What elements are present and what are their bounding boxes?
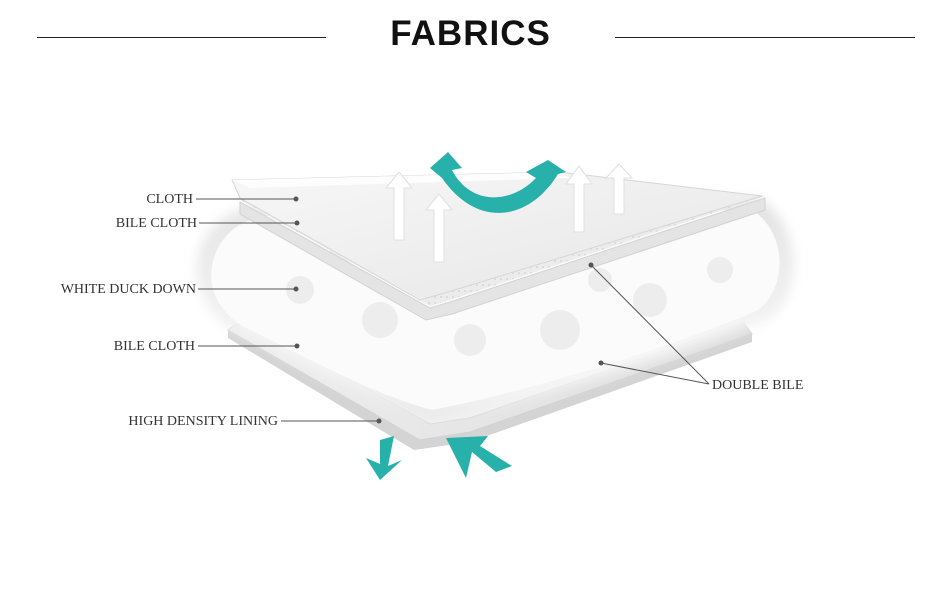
label-bile-cloth-top: BILE CLOTH <box>116 216 197 231</box>
breathability-arrows <box>384 163 634 263</box>
label-white-duck-down: WHITE DUCK DOWN <box>61 282 196 297</box>
header-rule-right <box>615 37 915 38</box>
leader-dots <box>293 196 604 424</box>
page-title: FABRICS <box>390 14 551 53</box>
header-rule-left <box>37 37 326 38</box>
leader-lines <box>196 198 710 422</box>
header: FABRICS <box>0 0 950 80</box>
label-high-density-lining: HIGH DENSITY LINING <box>128 414 278 429</box>
label-double-bile: DOUBLE BILE <box>712 378 803 393</box>
label-bile-cloth-bottom: BILE CLOTH <box>114 339 195 354</box>
airflow-arrow-icon <box>430 152 566 213</box>
moisture-arrow-icon <box>446 436 512 478</box>
moisture-arrow-icon <box>366 436 402 480</box>
label-cloth: CLOTH <box>146 192 193 207</box>
